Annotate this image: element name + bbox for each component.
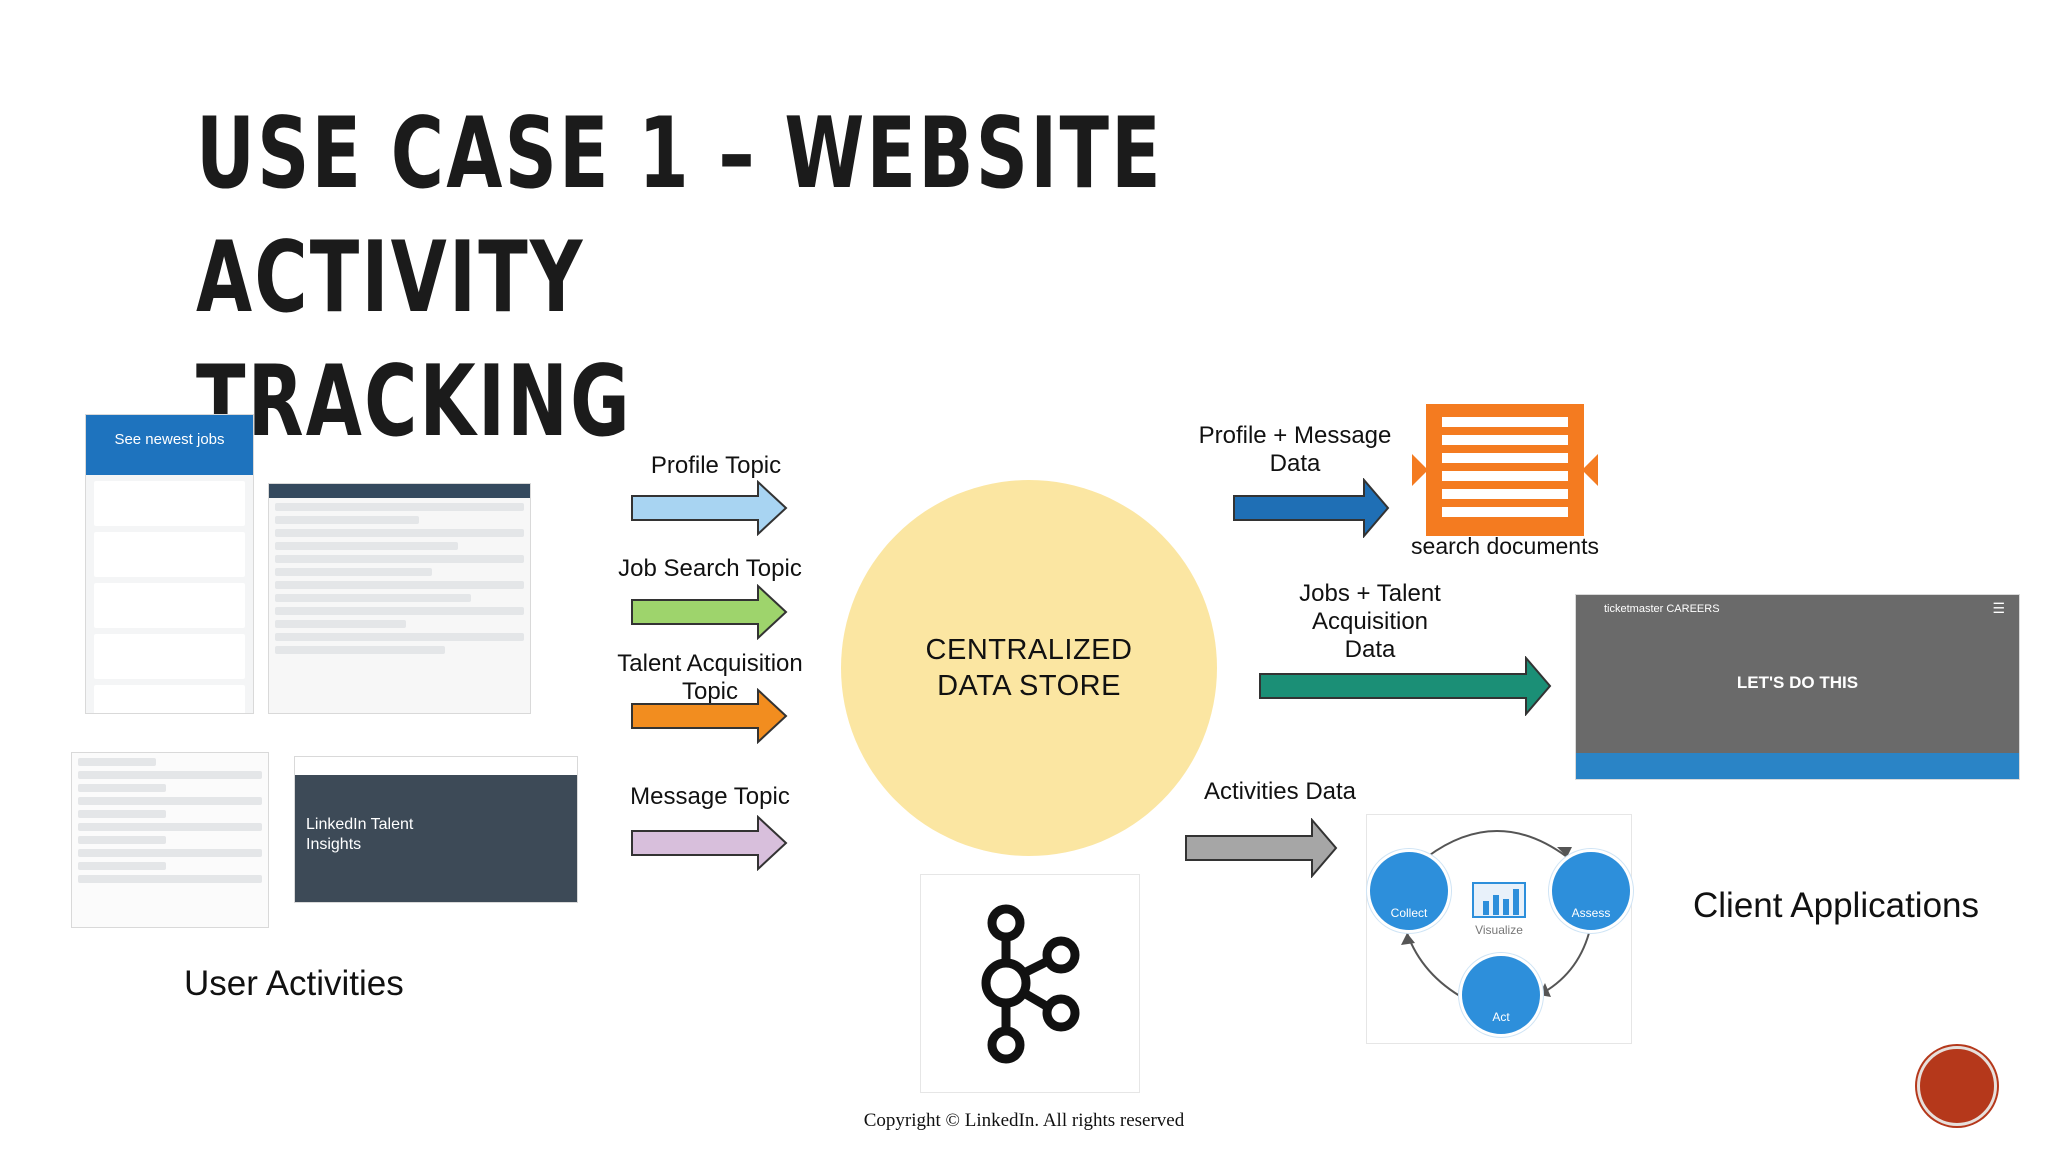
- job-search-arrow-shape: [631, 584, 788, 640]
- kafka-icon: [981, 904, 1080, 1064]
- message-topic-arrow: [630, 815, 790, 871]
- message-topic-label: Message Topic: [630, 783, 790, 810]
- assess-icon: Assess: [1549, 849, 1633, 933]
- slide-title: Use Case 1 – Website Activity Tracking: [196, 92, 1232, 464]
- profile-message-data-arrow: [1232, 478, 1392, 538]
- talent-acquisition-topic-arrow: [630, 688, 790, 744]
- copyright-footer: Copyright © LinkedIn. All rights reserve…: [863, 1110, 1185, 1131]
- client-applications-caption: Client Applications: [1693, 886, 1979, 925]
- profile-message-data-line-2: Data: [1269, 450, 1321, 477]
- collect-icon: Collect: [1367, 849, 1451, 933]
- kafka-logo-box: [920, 874, 1140, 1093]
- talent-insights-screenshot: LinkedIn Talent Insights: [294, 756, 578, 903]
- profile-topic-label: Profile Topic: [650, 452, 782, 479]
- user-activities-caption: User Activities: [184, 964, 404, 1003]
- job-search-topic-arrow: [630, 584, 790, 640]
- activities-data-label: Activities Data: [1203, 778, 1357, 805]
- act-label: Act: [1492, 1010, 1510, 1024]
- mobile-jobs-screenshot: See newest jobs: [85, 414, 254, 714]
- messaging-screenshot: [71, 752, 269, 928]
- careers-site-screenshot: ticketmaster CAREERS ☰ LET'S DO THIS: [1575, 594, 2020, 780]
- jobs-talent-data-line-3: Data: [1344, 636, 1396, 663]
- talent-acquisition-topic-label: Talent Acquisition Topic: [617, 650, 803, 705]
- jobs-talent-data-line-2: Acquisition: [1311, 608, 1429, 635]
- search-documents-caption: search documents: [1411, 533, 1599, 559]
- visualize-icon: [1469, 881, 1529, 921]
- jobs-talent-data-arrow: [1258, 656, 1554, 716]
- presenter-badge-icon: [1917, 1046, 1997, 1126]
- message-arrow-shape: [631, 815, 788, 871]
- profile-topic-arrow: [630, 480, 790, 536]
- centralized-data-store-label: CENTRALIZED DATA STORE: [925, 634, 1133, 702]
- jobs-talent-data-line-1: Jobs + Talent: [1299, 580, 1441, 607]
- search-documents-icon: [1410, 402, 1600, 538]
- visualize-label: Visualize: [1475, 923, 1523, 937]
- talent-insights-line-1: LinkedIn Talent: [306, 816, 414, 833]
- title-line-2: Tracking: [196, 345, 632, 459]
- profile-message-data-line-1: Profile + Message: [1198, 422, 1392, 449]
- jobs-talent-data-label: Jobs + Talent Acquisition Data: [1255, 580, 1485, 664]
- assess-label: Assess: [1571, 906, 1611, 920]
- activities-data-arrow-shape-wrap: [1184, 818, 1340, 878]
- collect-label: Collect: [1390, 906, 1428, 920]
- client-cycle-diagram: Collect Assess Act Visualize: [1366, 814, 1633, 1044]
- profile-message-arrow-shape: [1233, 478, 1390, 538]
- job-search-topic-label: Job Search Topic: [618, 555, 802, 582]
- careers-cta: LET'S DO THIS: [1736, 673, 1859, 692]
- phone-header: See newest jobs: [86, 415, 253, 475]
- activities-arrow-shape: [1185, 818, 1338, 878]
- act-icon: Act: [1459, 953, 1543, 1037]
- talent-insights-line-2: Insights: [306, 836, 362, 853]
- title-line-1: Use Case 1 – Website Activity: [196, 97, 1163, 335]
- centralized-data-store: CENTRALIZED DATA STORE: [841, 480, 1217, 856]
- talent-arrow-shape: [631, 688, 788, 744]
- profile-arrow-shape: [631, 480, 788, 536]
- profile-message-data-label: Profile + Message Data: [1185, 422, 1405, 478]
- desktop-jobs-screenshot: [268, 483, 531, 714]
- jobs-talent-arrow-shape: [1259, 656, 1552, 716]
- careers-brand: ticketmaster CAREERS: [1604, 603, 1720, 615]
- hamburger-icon: ☰: [1992, 600, 2005, 616]
